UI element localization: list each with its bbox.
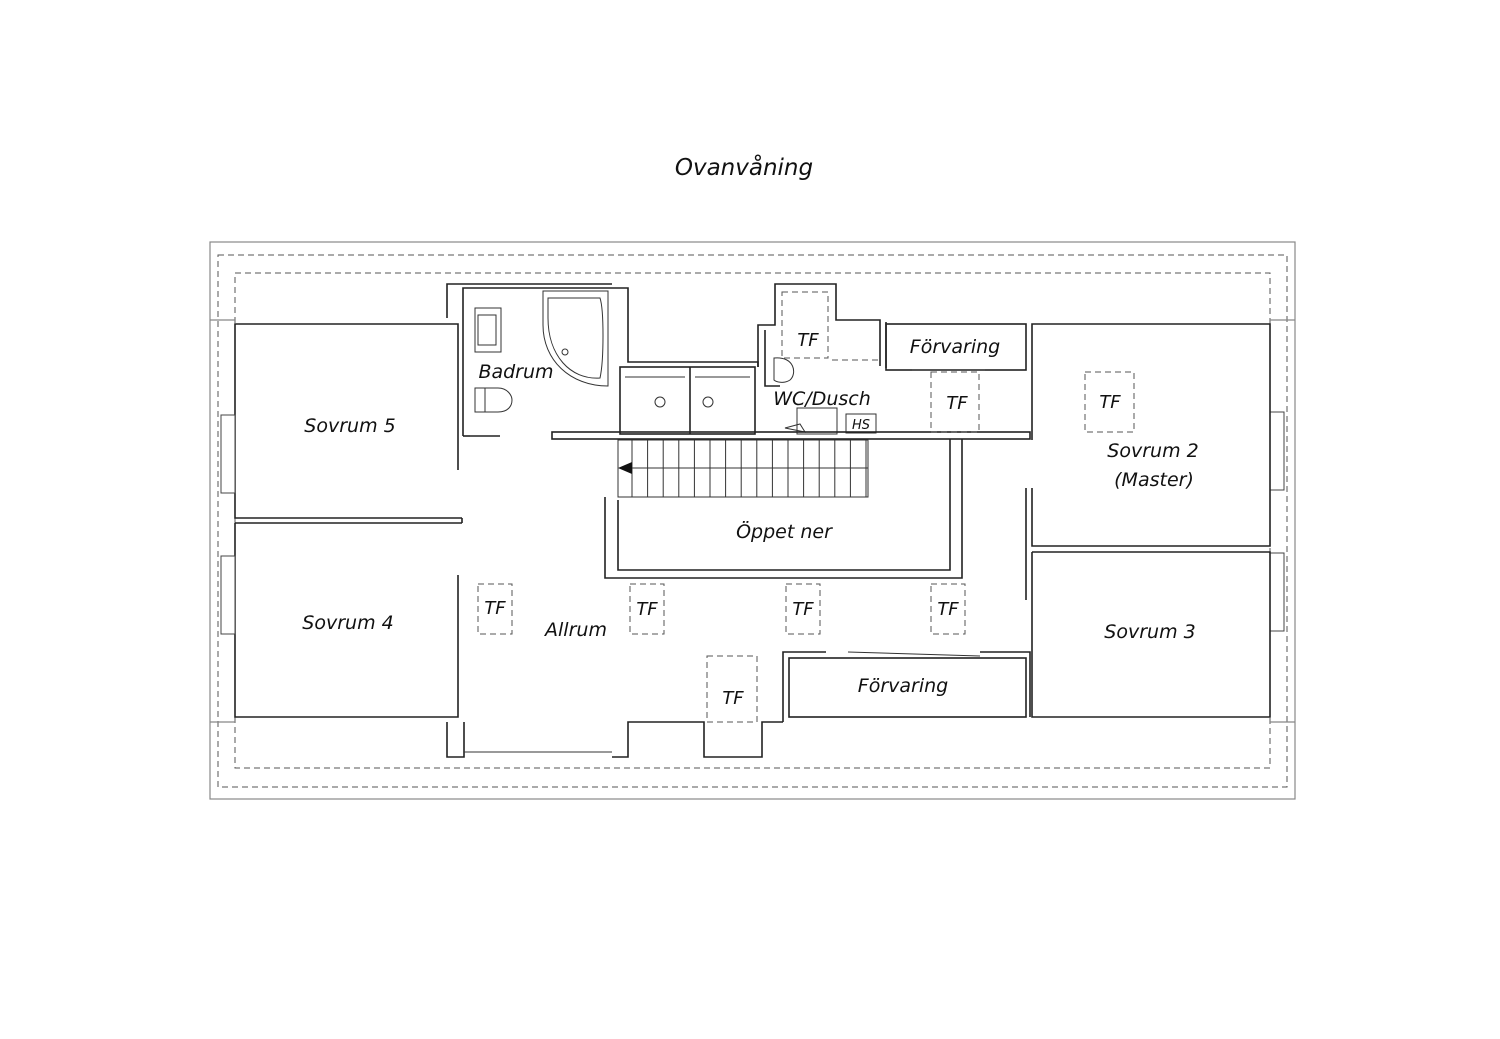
stairs <box>617 439 869 498</box>
tf-zone-3 <box>785 583 821 635</box>
tf-label: TF <box>797 330 819 351</box>
tf-zone-2 <box>629 583 665 635</box>
plan-title: Ovanvåning <box>675 153 813 181</box>
tf-zone-1 <box>477 583 513 635</box>
tf-label: TF <box>792 599 814 620</box>
sovrum-2-walls <box>1025 323 1271 600</box>
stair-arrow <box>618 462 632 474</box>
room-label-sovrum-4: Sovrum 4 <box>302 612 393 634</box>
shower-zone <box>781 291 829 359</box>
tf-label: TF <box>484 598 506 619</box>
tf-zone-4 <box>930 583 966 635</box>
sink-wc <box>784 407 838 435</box>
sovrum-5-walls <box>234 323 463 524</box>
tf-label: TF <box>636 599 658 620</box>
landing-wall <box>551 431 1031 440</box>
room-label-sovrum-2: Sovrum 2 <box>1107 440 1198 462</box>
tf-label: TF <box>1099 392 1121 413</box>
roof-dashed-outline <box>217 254 1288 788</box>
bathtub <box>542 290 609 387</box>
closet-pair <box>619 366 756 435</box>
sovrum-3-walls <box>1031 551 1271 718</box>
sink-badrum <box>474 307 502 353</box>
toilet-wc <box>773 357 795 383</box>
tf-zone-5 <box>706 655 758 723</box>
room-label-wc-dusch: WC/Dusch <box>773 388 871 410</box>
window-right-1 <box>1269 411 1285 491</box>
room-label-forvaring-top: Förvaring <box>910 336 1000 358</box>
tf-zone-7 <box>1084 371 1135 433</box>
roof-outline <box>209 241 1296 800</box>
window-right-2 <box>1269 552 1285 632</box>
forvaring-bottom-walls <box>782 651 1031 722</box>
hs-box <box>845 413 877 434</box>
tf-zone-6 <box>930 371 980 433</box>
wc-dusch-walls <box>757 283 887 387</box>
window-left-1 <box>220 414 236 494</box>
window-left-2 <box>220 555 236 635</box>
room-label-badrum: Badrum <box>478 361 553 383</box>
forvaring-top-walls <box>885 323 1027 371</box>
room-label-allrum: Allrum <box>543 619 607 641</box>
room-label-sovrum-5: Sovrum 5 <box>304 415 395 437</box>
allrum-bottom-walls <box>446 721 783 758</box>
tf-label: TF <box>937 599 959 620</box>
room-label-oppet-ner: Öppet ner <box>736 520 833 543</box>
tf-label: TF <box>946 393 968 414</box>
room-label-sovrum-2-sub: (Master) <box>1114 469 1194 491</box>
toilet-badrum <box>474 387 513 413</box>
room-label-forvaring-bottom: Förvaring <box>858 675 948 697</box>
oppet-ner-walls <box>604 439 963 579</box>
tf-label: TF <box>722 688 744 709</box>
hs-label: HS <box>852 418 870 433</box>
room-label-sovrum-3: Sovrum 3 <box>1104 621 1195 643</box>
